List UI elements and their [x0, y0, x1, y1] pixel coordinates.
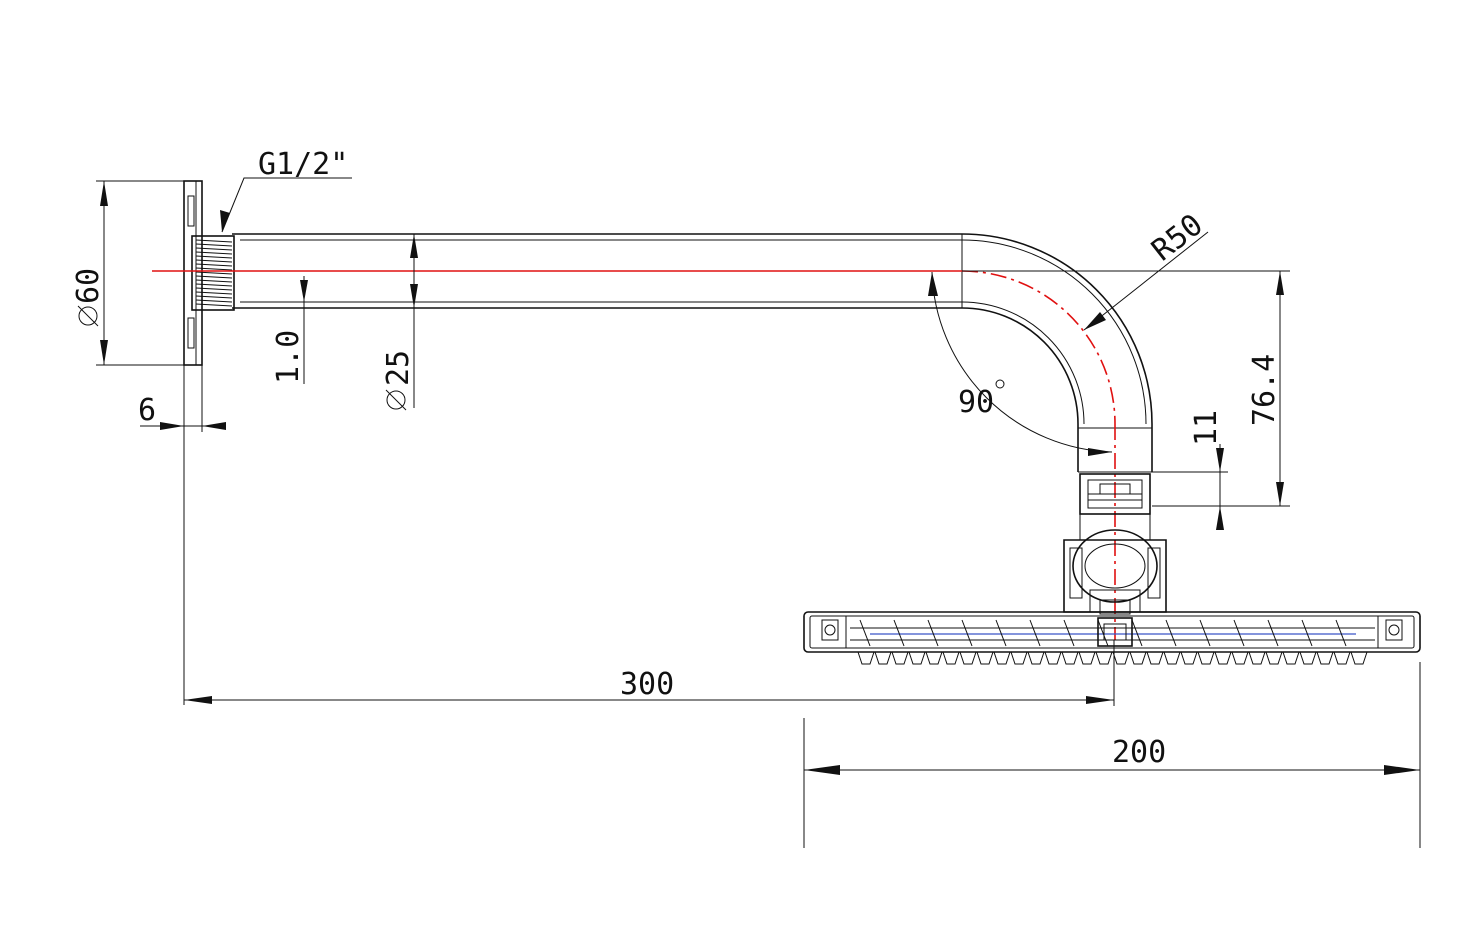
thread-line: [195, 267, 233, 271]
thread-line: [195, 251, 233, 255]
rib-line: [1233, 619, 1245, 647]
rib-line: [1267, 619, 1279, 647]
nozzle-tooth: [993, 651, 1011, 665]
rib-line: [1131, 619, 1143, 647]
nozzle-tooth: [891, 651, 909, 665]
nozzle-tooth: [1146, 651, 1164, 665]
thread-line: [195, 263, 233, 267]
center-lines: [152, 270, 1116, 640]
nozzle-tooth: [908, 651, 926, 665]
rib-line: [1165, 619, 1177, 647]
rib-line: [1029, 619, 1041, 647]
thread-line: [195, 287, 233, 291]
nozzle-tooth: [1197, 651, 1215, 665]
bend-angle-label: 90: [958, 385, 994, 420]
nozzle-tooth: [1095, 651, 1113, 665]
nozzle-tooth: [1265, 651, 1283, 665]
nozzle-tooth: [1061, 651, 1079, 665]
dim-drop-height: 76.4: [962, 270, 1290, 507]
nozzle-tooth: [1044, 651, 1062, 665]
nozzle-tooth: [1214, 651, 1232, 665]
nozzle-tooth: [1078, 651, 1096, 665]
arm-bend: [961, 233, 1153, 473]
thread-line: [195, 279, 233, 283]
nozzle-tooth: [1333, 651, 1351, 665]
thread-line: [195, 295, 233, 299]
nozzle-tooth: [874, 651, 892, 665]
dim-arm-length: 300: [184, 640, 1115, 706]
drop-height-label: 76.4: [1247, 354, 1282, 426]
thread-line: [195, 283, 233, 287]
dim-head-width: 200: [803, 662, 1421, 848]
head-width-label: 200: [1112, 735, 1166, 770]
rib-line: [995, 619, 1007, 647]
thread-line: [195, 299, 233, 303]
flange-diameter-label: 60: [71, 268, 106, 304]
rib-line: [1063, 619, 1075, 647]
rib-line: [1301, 619, 1313, 647]
rib-line: [1199, 619, 1211, 647]
dim-connector-height: 11: [1152, 410, 1228, 530]
nozzle-tooth: [1316, 651, 1334, 665]
nozzle-tooth: [1231, 651, 1249, 665]
wall-thickness-label: 1.0: [271, 330, 306, 384]
dim-wall-thickness: 1.0: [271, 276, 308, 384]
nozzle-tooth: [942, 651, 960, 665]
nozzle-tooth: [1129, 651, 1147, 665]
thread-line: [195, 291, 233, 295]
rib-line: [927, 619, 939, 647]
rib-line: [1335, 619, 1347, 647]
nozzle-tooth: [1163, 651, 1181, 665]
nozzle-tooth: [959, 651, 977, 665]
shower-head: [803, 611, 1421, 665]
connector-height-label: 11: [1189, 410, 1224, 446]
bend-radius-label: R50: [1145, 207, 1209, 268]
rib-line: [893, 619, 905, 647]
horizontal-arm: [232, 233, 963, 309]
arm-length-label: 300: [620, 667, 674, 702]
thread-line: [195, 243, 233, 247]
wall-flange: [183, 180, 203, 366]
dim-bend-radius: R50: [1083, 207, 1210, 331]
nozzle-tooth: [1112, 651, 1130, 665]
flange-thickness-label: 6: [138, 393, 156, 428]
dim-bend-angle: 90: [928, 271, 1113, 456]
thread-label: G1/2": [258, 147, 348, 182]
rib-line: [859, 619, 871, 647]
nozzle-tooth: [925, 651, 943, 665]
degree-symbol: [995, 379, 1005, 389]
nozzle-tooth: [1010, 651, 1028, 665]
nozzle-tooth: [1248, 651, 1266, 665]
rib-line: [961, 619, 973, 647]
nozzle-tooth: [1282, 651, 1300, 665]
threaded-fitting: [191, 235, 235, 311]
thread-line: [195, 239, 233, 243]
thread-line: [195, 259, 233, 263]
dim-flange-diameter: 60: [71, 180, 184, 366]
nozzle-tooth: [1180, 651, 1198, 665]
rib-line: [1097, 619, 1109, 647]
nozzle-tooth: [1350, 651, 1368, 665]
thread-line: [195, 303, 233, 307]
dim-flange-thickness: 6: [138, 365, 226, 705]
thread-line: [195, 247, 233, 251]
swivel-connector: [1063, 473, 1167, 615]
tube-diameter-label: 25: [381, 350, 416, 386]
nozzle-tooth: [1299, 651, 1317, 665]
thread-line: [195, 271, 233, 275]
dim-tube-diameter: 25: [381, 234, 418, 411]
thread-line: [195, 255, 233, 259]
nozzle-tooth: [857, 651, 875, 665]
nozzle-tooth: [976, 651, 994, 665]
thread-line: [195, 275, 233, 279]
nozzle-tooth: [1027, 651, 1045, 665]
dim-thread-callout: G1/2": [220, 147, 352, 233]
